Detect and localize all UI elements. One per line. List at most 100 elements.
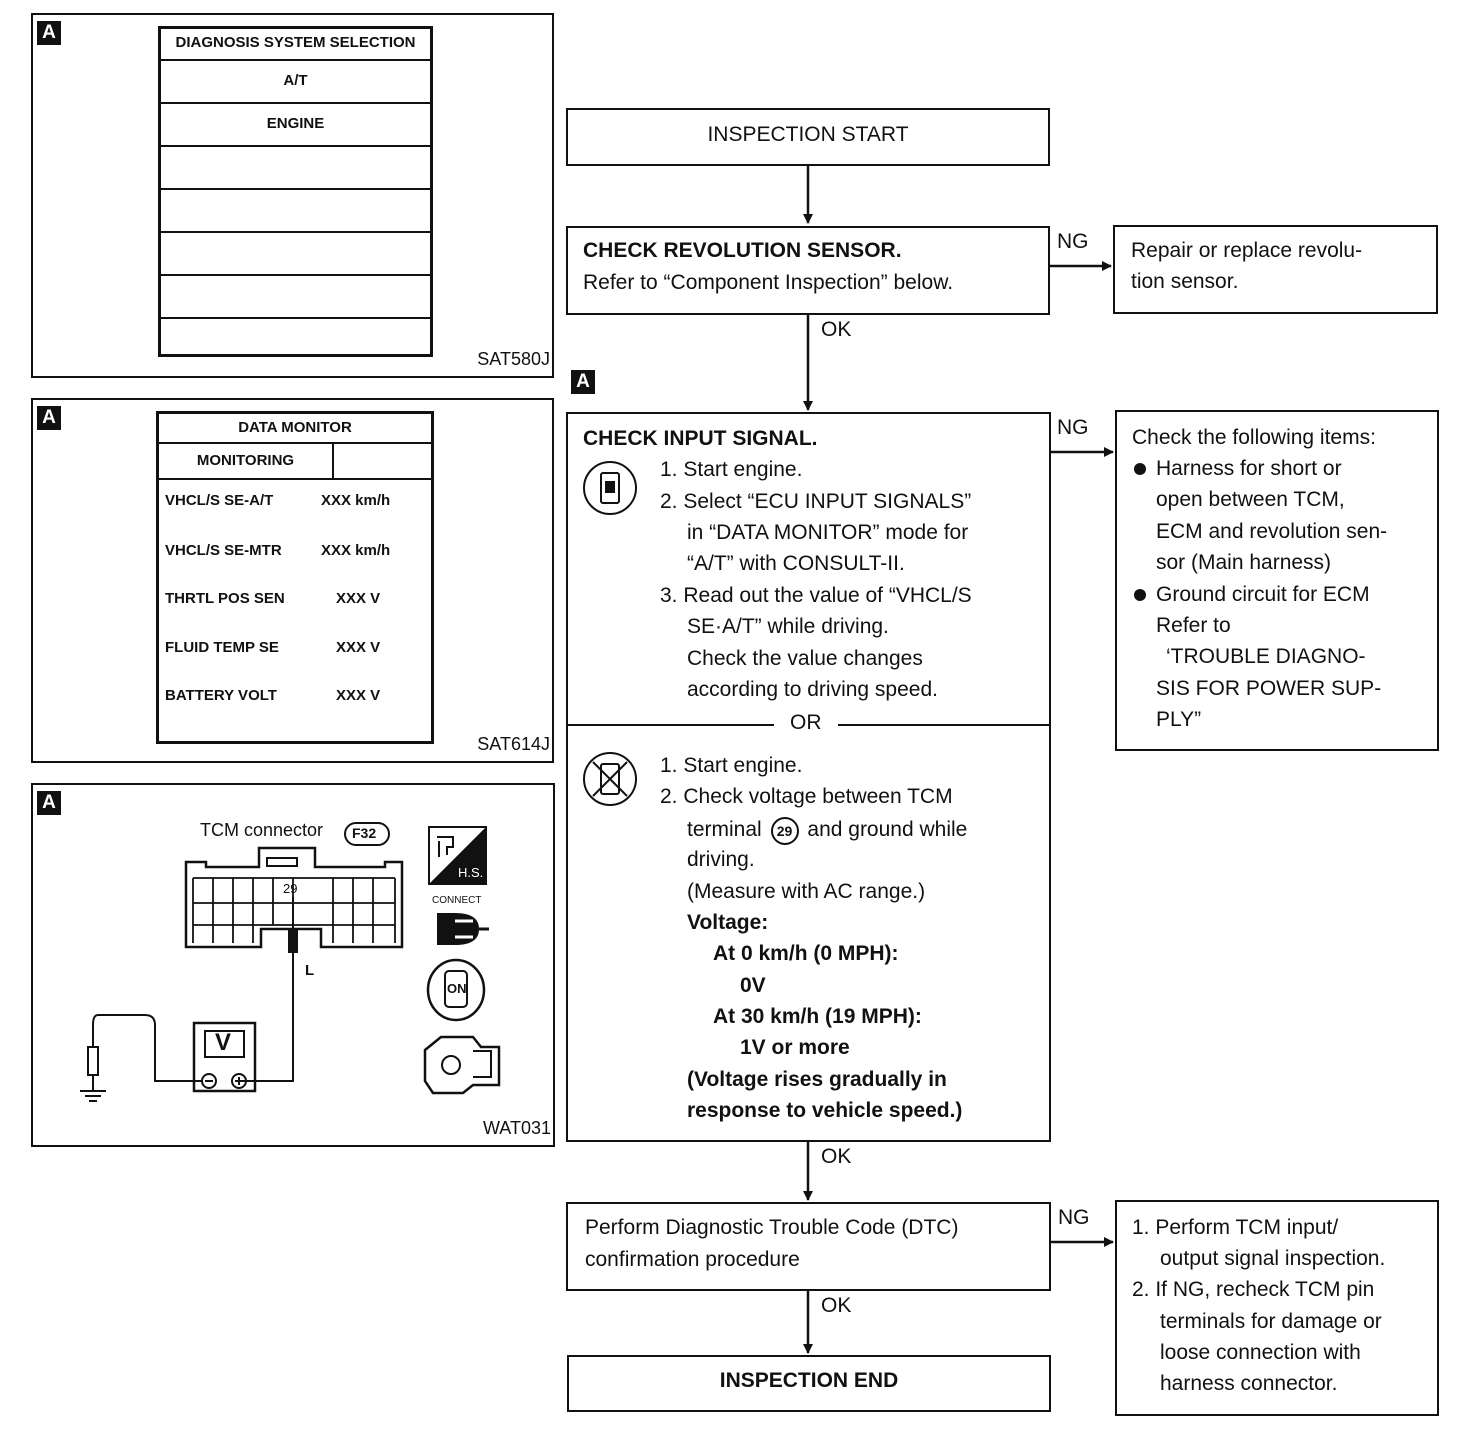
monitor-item-value: XXX V <box>336 590 381 607</box>
instruction-line: 2. Select “ECU INPUT SIGNALS” <box>660 490 972 513</box>
menu-item-empty[interactable] <box>161 276 430 319</box>
consult-tester-icon <box>583 461 637 515</box>
check-item-line: Harness for short or <box>1156 457 1342 480</box>
instruction-line: (Measure with AC range.) <box>687 880 926 903</box>
terminal-text: and ground while <box>807 818 968 841</box>
check-item-line: Ground circuit for ECM <box>1156 583 1370 606</box>
tag-a: A <box>571 370 595 394</box>
instruction-line: according to driving speed. <box>687 678 938 701</box>
ok-label: OK <box>821 318 852 341</box>
hs-label: H.S. <box>458 865 484 880</box>
tag-a: A <box>37 406 61 430</box>
ignition-on-icon: ON <box>447 981 467 996</box>
instruction-line: SE·A/T” while driving. <box>687 615 889 638</box>
or-divider-left <box>568 724 774 726</box>
check-input-signal-box: CHECK INPUT SIGNAL. 1. Start engine. 2. … <box>566 412 1051 1142</box>
inspection-end-text: INSPECTION END <box>719 1369 899 1392</box>
instruction-line: Check the value changes <box>687 647 923 670</box>
voltage-value: 1V or more <box>740 1036 850 1059</box>
ng-action-line: 1. Perform TCM input/ <box>1132 1216 1339 1239</box>
step-text: confirmation procedure <box>585 1248 800 1271</box>
voltage-note: (Voltage rises gradually in <box>687 1068 947 1091</box>
ng-action-line: 2. If NG, recheck TCM pin <box>1132 1278 1375 1301</box>
ok-label: OK <box>821 1294 852 1317</box>
check-item-line: sor (Main harness) <box>1156 551 1332 574</box>
ng-action-line: harness connector. <box>1160 1372 1338 1395</box>
ng-action-line: loose connection with <box>1160 1341 1361 1364</box>
repair-sensor-box: Repair or replace revolu- tion sensor. <box>1113 225 1438 314</box>
bullet-icon <box>1134 463 1146 475</box>
ng-label: NG <box>1057 416 1089 439</box>
check-items-box: Check the following items: Harness for s… <box>1115 410 1439 751</box>
diagnosis-system-panel: A DIAGNOSIS SYSTEM SELECTION A/T ENGINE … <box>31 13 554 378</box>
wire-color: L <box>305 962 315 979</box>
ng-action-line: tion sensor. <box>1131 270 1239 293</box>
voltage-condition: At 30 km/h (19 MPH): <box>713 1005 922 1028</box>
voltage-condition: At 0 km/h (0 MPH): <box>713 942 899 965</box>
menu-item-empty[interactable] <box>161 233 430 276</box>
monitor-item-name: VHCL/S SE-MTR <box>165 542 282 559</box>
tag-a: A <box>37 21 61 45</box>
monitoring-label: MONITORING <box>159 444 334 480</box>
terminal-badge: 29 <box>770 817 799 845</box>
tcm-connector-panel: A <box>31 783 555 1147</box>
menu-item-at[interactable]: A/T <box>161 61 430 104</box>
instruction-line: 1. Start engine. <box>660 754 803 777</box>
menu-item-engine[interactable]: ENGINE <box>161 104 430 147</box>
or-label: OR <box>790 711 822 734</box>
monitor-item-value: XXX km/h <box>321 492 391 509</box>
voltage-label: Voltage: <box>687 911 769 934</box>
connect-icon: CONNECT <box>432 895 482 906</box>
voltage-note: response to vehicle speed.) <box>687 1099 963 1122</box>
check-items-title: Check the following items: <box>1132 426 1376 449</box>
monitoring-blank <box>334 444 431 480</box>
diagnosis-screen: DIAGNOSIS SYSTEM SELECTION A/T ENGINE <box>158 26 433 357</box>
check-item-line: SIS FOR POWER SUP- <box>1156 677 1382 700</box>
menu-item-empty[interactable] <box>161 147 430 190</box>
monitor-item-value: XXX V <box>336 639 381 656</box>
monitor-item-name: THRTL POS SEN <box>165 590 285 607</box>
ng-label: NG <box>1057 230 1089 253</box>
ok-label: OK <box>821 1145 852 1168</box>
figure-code: SAT580J <box>477 349 550 369</box>
figure-code: WAT031 <box>482 1118 551 1138</box>
data-monitor-screen: DATA MONITOR MONITORING VHCL/S SE-A/T XX… <box>156 411 434 744</box>
monitor-item-name: VHCL/S SE-A/T <box>165 492 274 509</box>
tag-a: A <box>37 791 61 815</box>
check-item-line: PLY” <box>1156 708 1202 731</box>
voltage-value: 0V <box>740 974 766 997</box>
check-revolution-sensor-box: CHECK REVOLUTION SENSOR. Refer to “Compo… <box>566 226 1050 315</box>
menu-item-empty[interactable] <box>161 190 430 233</box>
step-text: Refer to “Component Inspection” below. <box>583 271 954 294</box>
instruction-line: terminal 29 and ground while <box>687 817 967 845</box>
terminal-number: 29 <box>283 881 298 896</box>
step-title: CHECK REVOLUTION SENSOR. <box>583 239 902 262</box>
terminal-text: terminal <box>687 818 762 841</box>
screen-title: DIAGNOSIS SYSTEM SELECTION <box>161 29 430 61</box>
ng-action-line: output signal inspection. <box>1160 1247 1386 1270</box>
check-item-line: ECM and revolution sen- <box>1156 520 1388 543</box>
instruction-line: “A/T” with CONSULT-II. <box>687 552 905 575</box>
menu-item-empty[interactable] <box>161 319 430 357</box>
data-monitor-panel: A DATA MONITOR MONITORING VHCL/S SE-A/T … <box>31 398 554 763</box>
perform-dtc-box: Perform Diagnostic Trouble Code (DTC) co… <box>566 1202 1051 1291</box>
monitor-item-name: BATTERY VOLT <box>165 687 277 704</box>
inspection-end-box: INSPECTION END <box>567 1355 1051 1412</box>
check-item-line: Refer to <box>1156 614 1231 637</box>
tcm-signal-inspection-box: 1. Perform TCM input/ output signal insp… <box>1115 1200 1439 1416</box>
inspection-start-box: INSPECTION START <box>566 108 1050 166</box>
bullet-icon <box>1134 589 1146 601</box>
or-divider-right <box>838 724 1049 726</box>
step-text: Perform Diagnostic Trouble Code (DTC) <box>585 1216 959 1239</box>
connector-label: TCM connector <box>200 820 324 840</box>
monitor-item-value: XXX km/h <box>321 542 391 559</box>
connector-id: F32 <box>352 825 377 841</box>
ng-action-line: Repair or replace revolu- <box>1131 239 1363 262</box>
figure-code: SAT614J <box>477 734 550 754</box>
instruction-line: 3. Read out the value of “VHCL/S <box>660 584 972 607</box>
instruction-line: in “DATA MONITOR” mode for <box>687 521 969 544</box>
step-title: CHECK INPUT SIGNAL. <box>583 427 818 450</box>
ng-action-line: terminals for damage or <box>1160 1310 1382 1333</box>
instruction-line: 1. Start engine. <box>660 458 803 481</box>
check-item-line: ‘TROUBLE DIAGNO- <box>1166 645 1366 668</box>
